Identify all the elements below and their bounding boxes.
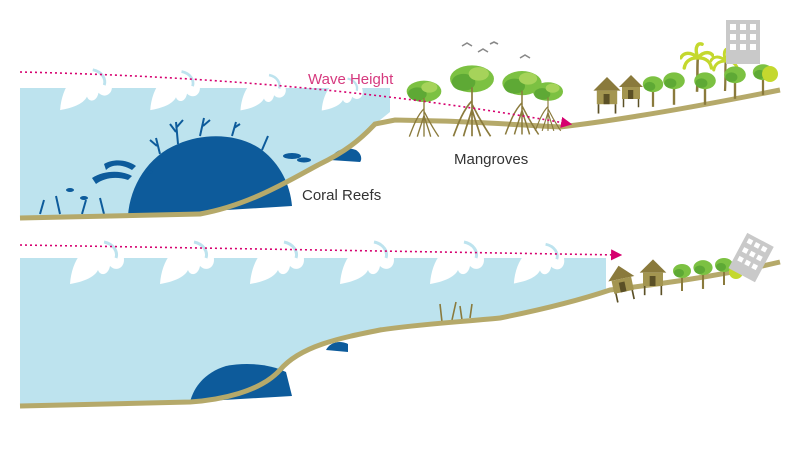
mangroves-label: Mangroves bbox=[454, 151, 528, 168]
wave-height-label: Wave Height bbox=[308, 71, 394, 88]
sea-water-bottom bbox=[20, 258, 606, 406]
building-icon bbox=[726, 20, 760, 64]
wave-height-arrow-top bbox=[19, 71, 573, 128]
scene-without-reefs-and-mangroves bbox=[19, 232, 781, 409]
degraded-reef bbox=[190, 364, 292, 402]
bird-icon bbox=[461, 41, 531, 59]
dead-mangrove-stumps bbox=[439, 301, 473, 323]
seabed-line-top bbox=[19, 87, 781, 221]
diver-icon bbox=[283, 153, 311, 163]
fish-icon bbox=[66, 170, 153, 200]
coral-branches bbox=[39, 117, 269, 215]
coral-reef-mound bbox=[128, 136, 292, 216]
damaged-building-icon bbox=[728, 232, 774, 283]
wave-height-arrow-bottom bbox=[19, 244, 623, 261]
dolphin-icon bbox=[92, 160, 136, 184]
coastal-forest bbox=[642, 41, 778, 107]
degraded-reef-small bbox=[326, 342, 348, 352]
scene-with-reefs-and-mangroves: Wave Height Mangroves Coral Reefs bbox=[19, 20, 781, 221]
stilt-house-icon bbox=[592, 74, 644, 115]
damaged-house-icon bbox=[604, 258, 668, 305]
coral-reefs-label: Coral Reefs bbox=[302, 187, 381, 204]
